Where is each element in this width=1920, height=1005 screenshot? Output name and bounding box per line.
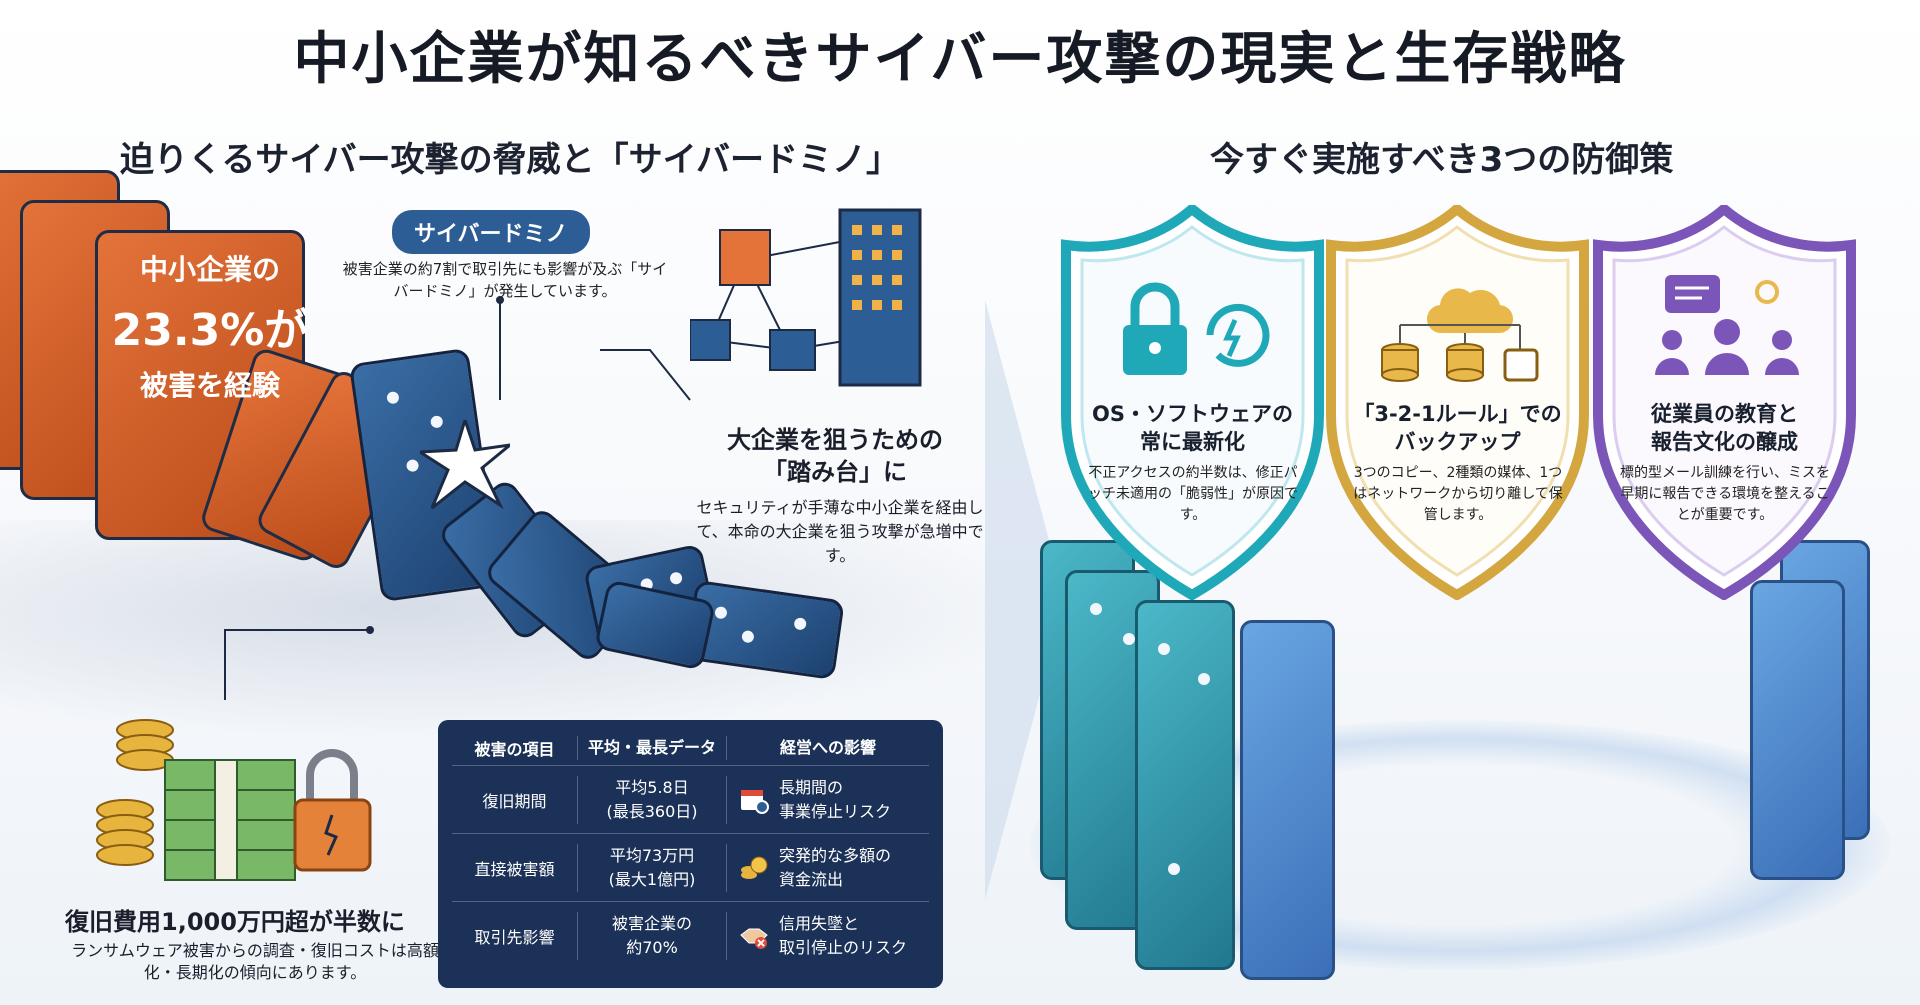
- shield-card: OS・ソフトウェアの 常に最新化 不正アクセスの約半数は、修正パッチ未適用の「脆…: [1060, 205, 1325, 600]
- lock-refresh-icon: [1123, 282, 1270, 375]
- table-row: 復旧期間 平均5.8日 (最長360日) 長期間の 事業停止リスク: [452, 766, 929, 834]
- row-impact-line2: 事業停止リスク: [779, 801, 892, 821]
- shield-desc: 不正アクセスの約半数は、修正パッチ未適用の「脆弱性」が原因です。: [1088, 465, 1298, 523]
- row-impact-line1: 信用失墜と: [779, 914, 860, 933]
- row-impact: 長期間の 事業停止リスク: [727, 776, 929, 824]
- row-data-sub: (最長360日): [606, 801, 698, 821]
- building-network-icon: [690, 208, 922, 387]
- shield-title-line2: 常に最新化: [1140, 430, 1245, 454]
- domino-light-blue: [1240, 620, 1335, 980]
- crack-burst-icon: [420, 420, 510, 510]
- shield-title: OS・ソフトウェアの 常に最新化: [1060, 400, 1325, 456]
- row-impact-line2: 取引停止のリスク: [779, 938, 908, 957]
- coins-icon: [741, 856, 768, 879]
- right-section-title: 今すぐ実施すべき3つの防御策: [1210, 140, 1674, 180]
- left-section-title: 迫りくるサイバー攻撃の脅威と「サイバードミノ」: [120, 140, 900, 180]
- row-impact: 信用失墜と 取引停止のリスク: [727, 912, 929, 960]
- row-data: 被害企業の 約70%: [577, 912, 727, 960]
- table-row: 取引先影響 被害企業の 約70% 信用失墜と 取引停止のリスク: [452, 902, 929, 970]
- row-impact-line1: 突発的な多額の: [779, 845, 892, 865]
- stepping-title-line1: 大企業を狙うための: [727, 426, 943, 454]
- shield-title-line2: 報告文化の醸成: [1651, 430, 1798, 454]
- table-row: 直接被害額 平均73万円 (最大1億円) 突発的な多額の 資金流出: [452, 834, 929, 902]
- shield-title-line1: 「3-2-1ルール」での: [1353, 402, 1562, 426]
- shield-card: 「3-2-1ルール」での バックアップ 3つのコピー、2種類の媒体、1つはネット…: [1325, 205, 1590, 600]
- row-data: 平均5.8日 (最長360日): [577, 775, 727, 824]
- domino-teal: [1135, 600, 1235, 970]
- shield-title-line1: 従業員の教育と: [1651, 402, 1798, 426]
- row-item: 復旧期間: [482, 791, 547, 811]
- money-lock-icon: [96, 719, 372, 881]
- stepping-title-line2: 「踏み台」に: [763, 458, 907, 486]
- shield-shape: [1326, 205, 1589, 600]
- shield-title: 従業員の教育と 報告文化の醸成: [1592, 400, 1857, 456]
- shield-title-line2: バックアップ: [1394, 430, 1521, 454]
- team-idea-icon: [1655, 275, 1799, 375]
- row-data-main: 平均5.8日: [615, 777, 689, 797]
- shield-card: 従業員の教育と 報告文化の醸成 標的型メール訓練を行い、ミスを早期に報告できる環…: [1592, 205, 1857, 600]
- shield-desc: 標的型メール訓練を行い、ミスを早期に報告できる環境を整えることが重要です。: [1620, 465, 1830, 523]
- stat-line3: 被害を経験: [139, 369, 280, 402]
- stepping-stone-title: 大企業を狙うための 「踏み台」に: [695, 424, 975, 488]
- cyber-domino-desc: 被害企業の約7割で取引先にも影響が及ぶ「サイバードミノ」が発生しています。: [342, 260, 668, 300]
- shield-title-line1: OS・ソフトウェアの: [1092, 402, 1293, 426]
- row-data: 平均73万円 (最大1億円): [577, 843, 727, 892]
- stepping-stone-desc: セキュリティが手薄な中小企業を経由して、本命の大企業を狙う攻撃が急増中です。: [696, 498, 984, 565]
- connector-lines: [224, 296, 691, 700]
- row-data-sub: 約70%: [626, 938, 678, 957]
- domino-light-blue: [1750, 580, 1845, 880]
- row-impact-line1: 長期間の: [779, 777, 844, 797]
- row-impact: 突発的な多額の 資金流出: [727, 844, 929, 892]
- shield-desc: 3つのコピー、2種類の媒体、1つはネットワークから切り離して保管します。: [1353, 465, 1563, 523]
- cyber-domino-pill: サイバードミノ: [392, 210, 590, 254]
- calendar-clock-icon: [741, 789, 769, 814]
- cost-title: 復旧費用1,000万円超が半数に: [65, 908, 405, 936]
- shield-shape: [1593, 205, 1856, 600]
- header-item: 被害の項目: [474, 739, 555, 759]
- row-item: 取引先影響: [474, 928, 555, 947]
- header-impact: 経営への影響: [779, 737, 876, 757]
- table-header: 被害の項目 平均・最長データ 経営への影響: [452, 730, 929, 766]
- page-title: 中小企業が知るべきサイバー攻撃の現実と生存戦略: [293, 27, 1627, 92]
- cost-desc: ランサムウェア被害からの調査・復旧コストは高額化・長期化の傾向にあります。: [71, 941, 439, 982]
- shield-title: 「3-2-1ルール」での バックアップ: [1325, 400, 1590, 456]
- row-data-sub: (最大1億円): [608, 869, 696, 889]
- stat-card: 中小企業の 23.3%が 被害を経験: [110, 248, 310, 404]
- header-data: 平均・最長データ: [577, 735, 727, 760]
- cloud-backup-icon: [1381, 288, 1539, 382]
- row-data-main: 被害企業の: [611, 914, 692, 933]
- row-impact-line2: 資金流出: [779, 869, 844, 889]
- stat-line1: 中小企業の: [139, 253, 280, 286]
- damage-table: 被害の項目 平均・最長データ 経営への影響 復旧期間 平均5.8日 (最長360…: [438, 720, 943, 988]
- handshake-icon: [740, 928, 768, 949]
- row-data-main: 平均73万円: [609, 845, 695, 865]
- row-item: 直接被害額: [474, 859, 555, 879]
- stat-percent: 23.3%が: [111, 305, 309, 356]
